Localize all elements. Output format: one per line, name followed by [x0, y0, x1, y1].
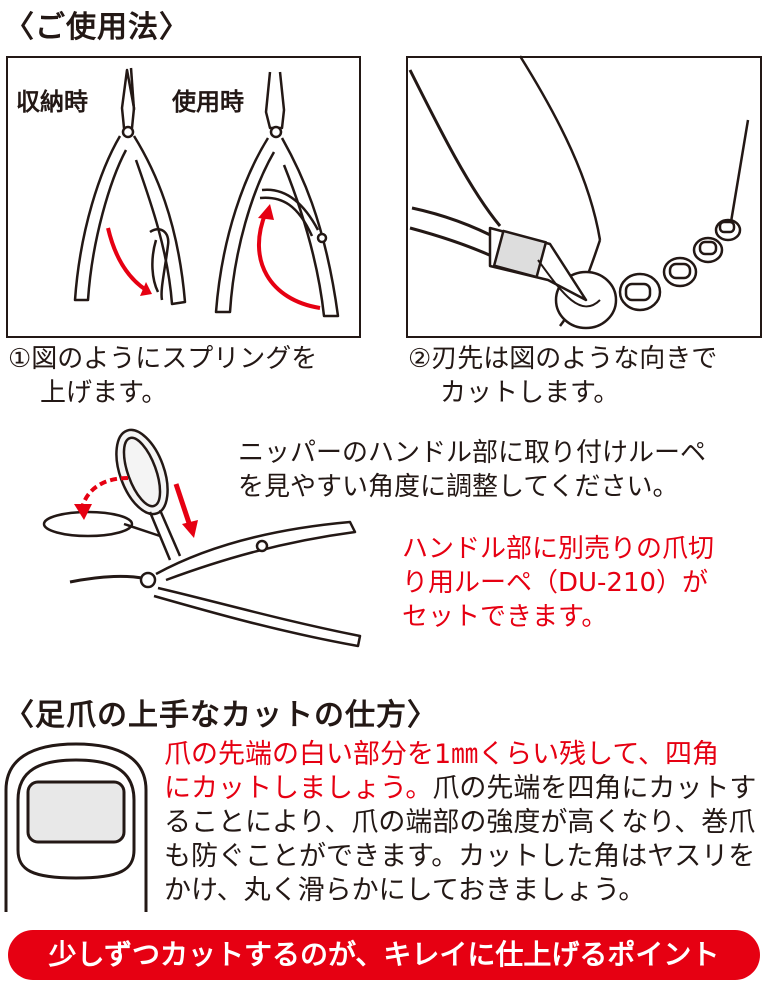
- loupe-option-line-1: ハンドル部に別売りの爪切: [402, 534, 715, 564]
- step-2-line-1: ②刃先は図のような向きで: [408, 344, 718, 374]
- tips-line-5: かけ、丸く滑らかにしておきましょう。: [164, 875, 646, 906]
- loupe-option-line-2: り用ルーペ（DU-210）が: [402, 568, 709, 598]
- step-1-caption: ①図のようにスプリングを 上げます。: [8, 342, 317, 410]
- usage-heading: 〈ご使用法〉: [4, 10, 190, 45]
- toe-nail-illustration: [4, 742, 148, 912]
- nipper-with-loupe-illustration: [42, 428, 362, 648]
- tips-heading: 〈足爪の上手なカットの仕方〉: [4, 698, 438, 733]
- loupe-option-note: ハンドル部に別売りの爪切 り用ルーペ（DU-210）が セットできます。: [402, 532, 714, 634]
- nipper-stored-illustration: [73, 67, 187, 306]
- tips-line-4: も防ぐことができます。カットした角はヤスリを: [164, 841, 756, 872]
- foot-cutting-panel: [406, 56, 762, 338]
- tips-line-2: にカットしましょう。爪の先端を四角にカットす: [164, 772, 756, 806]
- nipper-in-use-illustration: [214, 71, 340, 318]
- step-2-line-2: カットします。: [440, 378, 620, 408]
- loupe-note: ニッパーのハンドル部に取り付けルーペ を見やすい角度に調整してください。: [238, 436, 706, 504]
- step-1-line-1: ①図のようにスプリングを: [8, 344, 318, 374]
- tips-body: 爪の先端の白い部分を1㎜くらい残して、四角 にカットしましょう。爪の先端を四角に…: [164, 738, 756, 908]
- tips-line-2-red: にカットしましょう。: [164, 773, 433, 804]
- loupe-option-line-3: セットできます。: [402, 602, 608, 632]
- step-1-line-2: 上げます。: [40, 378, 168, 408]
- step-2-caption: ②刃先は図のような向きで カットします。: [408, 342, 717, 410]
- label-stored: 収納時: [16, 88, 88, 116]
- key-point-banner: 少しずつカットするのが、キレイに仕上げるポイント: [8, 930, 760, 980]
- foot-cutting-illustration: [408, 55, 750, 330]
- tips-line-1: 爪の先端の白い部分を1㎜くらい残して、四角: [164, 739, 720, 770]
- label-in-use: 使用時: [172, 88, 244, 116]
- tips-line-3: ることにより、爪の端部の強度が高くなり、巻爪: [164, 807, 756, 838]
- loupe-note-line-1: ニッパーのハンドル部に取り付けルーペ: [238, 438, 707, 468]
- loupe-note-line-2: を見やすい角度に調整してください。: [238, 472, 679, 502]
- tips-line-2-black: 爪の先端を四角にカットす: [432, 773, 757, 804]
